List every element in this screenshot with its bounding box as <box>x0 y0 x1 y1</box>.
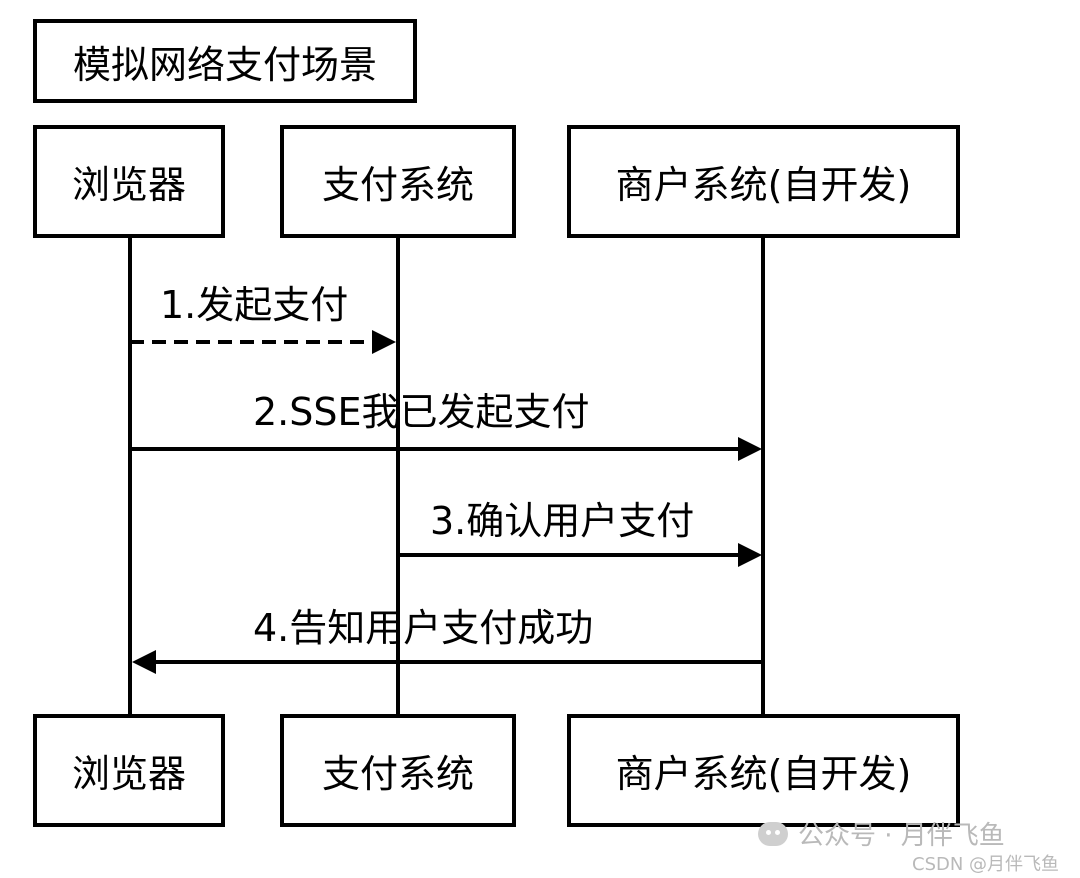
participant-payment-bottom: 支付系统 <box>280 714 516 827</box>
wechat-logo-icon <box>758 821 788 846</box>
participant-label: 浏览器 <box>71 163 186 207</box>
participant-label: 支付系统 <box>321 163 474 207</box>
participant-label: 商户系统(自开发) <box>615 752 912 796</box>
participant-label: 支付系统 <box>321 752 474 796</box>
participant-browser-bottom: 浏览器 <box>33 714 225 827</box>
message-2-arrowhead <box>738 437 762 461</box>
participant-browser-top: 浏览器 <box>33 125 225 238</box>
participant-label: 商户系统(自开发) <box>615 163 912 207</box>
message-1-label: 1.发起支付 <box>160 283 349 327</box>
diagram-title-text: 模拟网络支付场景 <box>72 42 377 87</box>
message-3-arrowhead <box>738 543 762 567</box>
participant-merchant-bottom: 商户系统(自开发) <box>567 714 960 827</box>
diagram-title: 模拟网络支付场景 <box>33 19 417 103</box>
watermark-wechat: 公众号 · 月伴飞鱼 <box>758 815 1005 852</box>
participant-merchant-top: 商户系统(自开发) <box>567 125 960 238</box>
message-4-arrowhead <box>132 650 156 674</box>
watermark-csdn: CSDN @月伴飞鱼 <box>912 854 1060 875</box>
message-3-label: 3.确认用户支付 <box>430 499 695 543</box>
participant-payment-top: 支付系统 <box>280 125 516 238</box>
message-2-label: 2.SSE我已发起支付 <box>253 390 590 434</box>
message-1-arrowhead <box>372 330 396 354</box>
message-4-label: 4.告知用户支付成功 <box>253 606 594 650</box>
watermark-main-text: 公众号 · 月伴飞鱼 <box>798 821 1005 851</box>
participant-label: 浏览器 <box>71 752 186 796</box>
